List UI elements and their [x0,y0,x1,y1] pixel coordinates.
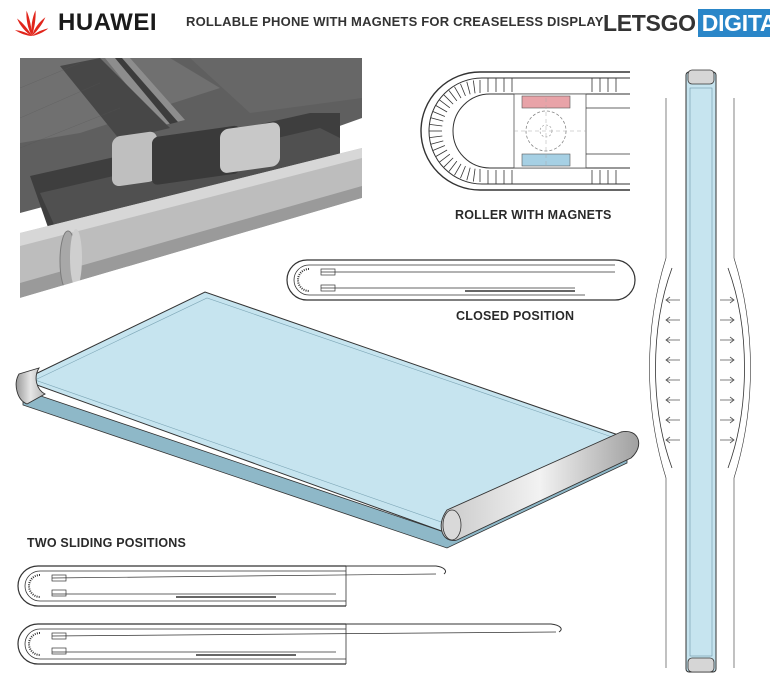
roller-caption: ROLLER WITH MAGNETS [455,208,612,222]
roller-with-magnets-diagram [420,71,630,191]
roller-detail-illustration [19,58,362,310]
publisher-logo-part2: DIGITAL [697,9,770,37]
sliding-position-1-diagram [17,565,447,607]
page-title: ROLLABLE PHONE WITH MAGNETS FOR CREASELE… [186,14,604,29]
sliding-positions-caption: TWO SLIDING POSITIONS [27,536,187,550]
publisher-logo-part1: LETSGO [603,10,696,36]
brand-name: HUAWEI [58,9,157,36]
publisher-logo: LETSGO DIGITAL [603,9,770,37]
phone-side-view-diagram [649,69,751,673]
huawei-logo-icon [14,10,49,36]
rollable-phone-illustration [15,291,640,549]
closed-position-diagram [286,259,636,301]
closed-position-caption: CLOSED POSITION [456,309,575,323]
sliding-position-2-diagram [17,623,562,665]
